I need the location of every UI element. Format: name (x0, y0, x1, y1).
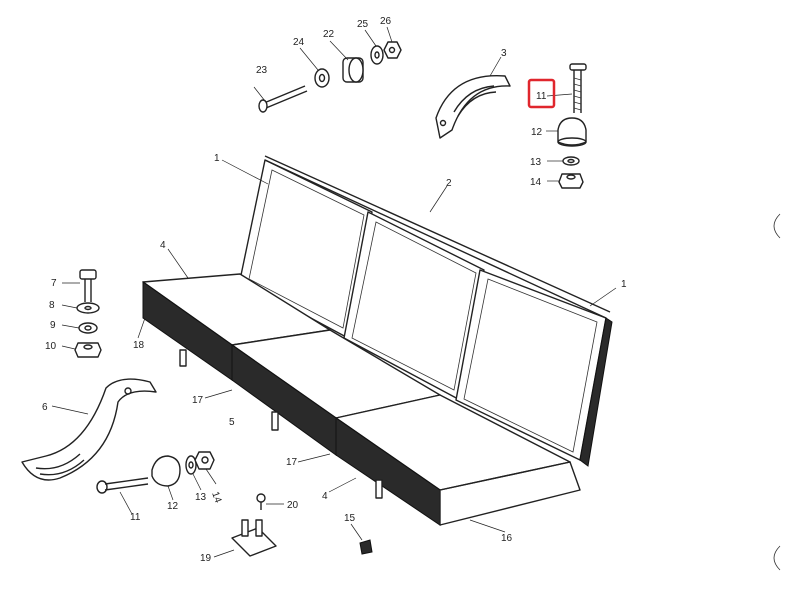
page-curl-bottom (773, 545, 781, 571)
bolt-11-bottom (96, 477, 149, 494)
label-part-19: 19 (200, 553, 212, 564)
bolt-7 (79, 269, 97, 302)
washer-9 (78, 322, 98, 334)
label-part-4-bottom: 4 (322, 491, 328, 502)
nut-10 (74, 342, 102, 358)
clip-20 (256, 493, 266, 510)
nut-14-top (558, 173, 584, 189)
label-part-12-top: 12 (531, 127, 543, 138)
label-part-13-top: 13 (530, 157, 542, 168)
rubber-mount-12-top (557, 117, 587, 147)
label-part-7: 7 (51, 278, 57, 289)
label-part-11-bottom: 11 (130, 512, 141, 523)
washer-13-top (562, 156, 580, 166)
label-part-13-bottom: 13 (195, 492, 207, 503)
label-part-18: 18 (133, 340, 145, 351)
clip-15 (359, 539, 373, 555)
label-part-11-top: 11 (536, 91, 547, 102)
nut-26 (383, 41, 402, 59)
label-part-6: 6 (42, 402, 48, 413)
label-part-23: 23 (256, 65, 268, 76)
nut-14-bottom (194, 451, 215, 470)
label-part-3: 3 (501, 48, 507, 59)
latch-19 (231, 519, 277, 557)
rubber-mount-12-bottom (151, 455, 181, 487)
label-part-1-right: 1 (621, 279, 627, 290)
page-curl-top (773, 213, 781, 239)
label-part-2: 2 (446, 178, 452, 189)
label-part-10: 10 (45, 341, 57, 352)
label-part-5: 5 (229, 417, 235, 428)
washer-13-bottom (185, 455, 197, 475)
label-part-25: 25 (357, 19, 369, 30)
label-part-20: 20 (287, 500, 299, 511)
part-number-labels: 1 2 3 4 1 7 8 9 10 18 6 17 5 17 4 11 12 … (42, 16, 627, 564)
label-part-22: 22 (323, 29, 335, 40)
highlight-box-part-11 (527, 78, 556, 109)
washer-24 (314, 68, 330, 88)
leader-lines (51, 26, 617, 558)
bolt-11-top (569, 63, 587, 113)
rubber-bush-22 (342, 57, 364, 83)
label-part-16: 16 (501, 533, 513, 544)
washer-25 (370, 45, 384, 65)
label-part-26: 26 (380, 16, 392, 27)
bracket-3 (435, 75, 511, 139)
label-part-8: 8 (49, 300, 55, 311)
label-part-1-left: 1 (214, 153, 220, 164)
label-part-15: 15 (344, 513, 356, 524)
washer-8 (76, 302, 100, 314)
label-part-14-top: 14 (530, 177, 542, 188)
label-part-4-top: 4 (160, 240, 166, 251)
label-part-9: 9 (50, 320, 56, 331)
bench-seat-assembly (142, 155, 613, 526)
seat-back-right (455, 269, 613, 467)
bolt-23 (258, 85, 308, 113)
label-part-14-bottom: 14 (209, 490, 223, 505)
label-part-17-top: 17 (192, 395, 204, 406)
label-part-12-bottom: 12 (167, 501, 179, 512)
label-part-17-bottom: 17 (286, 457, 298, 468)
bracket-6 (21, 378, 157, 481)
label-part-24: 24 (293, 37, 305, 48)
